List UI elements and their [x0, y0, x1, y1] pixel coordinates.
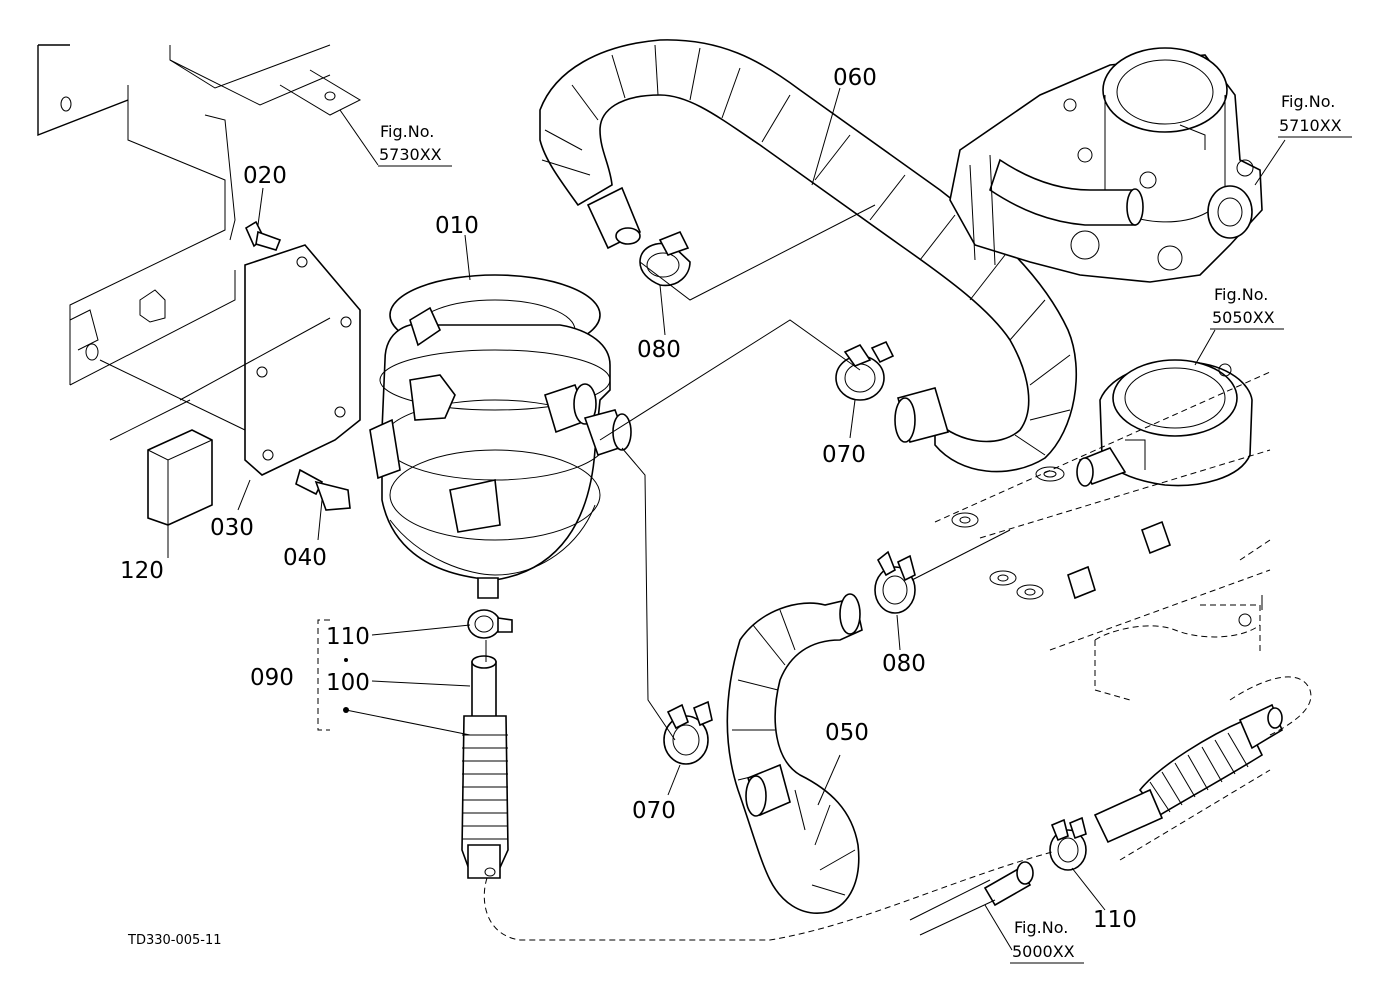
label-100: 100 — [326, 670, 370, 696]
fig-ref-5730-number: 5730XX — [379, 145, 442, 164]
rocker-cover-cap — [1076, 359, 1253, 487]
bolt-040 — [295, 468, 351, 511]
clamp-070-lower — [663, 700, 713, 765]
cushion-block-120 — [109, 399, 213, 526]
breather-hose-050 — [726, 593, 863, 914]
leader-lines — [167, 87, 1286, 951]
drain-tube-100 — [461, 655, 509, 879]
fig-ref-5050-number: 5050XX — [1212, 308, 1275, 327]
breather-separator-010 — [369, 274, 632, 599]
label-060: 060 — [833, 65, 877, 91]
label-090: 090 — [250, 665, 294, 691]
fig-ref-5000-label: Fig.No. — [1014, 918, 1068, 937]
clamp-110-left — [467, 609, 513, 639]
fig-ref-5000: Fig.No. 5000XX — [1010, 918, 1084, 964]
fig-ref-5000-number: 5000XX — [1012, 942, 1075, 961]
clamp-080-top — [639, 230, 691, 287]
label-080-top: 080 — [637, 337, 681, 363]
routing-lines — [483, 204, 1053, 941]
mounting-plate-030 — [99, 244, 361, 476]
clamp-110-right — [1049, 816, 1087, 871]
fig-ref-5730: Fig.No. 5730XX — [378, 122, 452, 167]
label-070-lower: 070 — [632, 798, 676, 824]
label-110-right: 110 — [1093, 907, 1137, 933]
bolt-020 — [244, 220, 282, 251]
label-030: 030 — [210, 515, 254, 541]
label-120: 120 — [120, 558, 164, 584]
label-010: 010 — [435, 213, 479, 239]
frame-bracket — [37, 44, 362, 386]
engine-head — [934, 371, 1271, 861]
drain-pipe-right — [909, 676, 1312, 936]
throttle-body — [949, 47, 1263, 283]
fig-ref-5730-label: Fig.No. — [380, 122, 434, 141]
label-070-upper: 070 — [822, 442, 866, 468]
fig-ref-5050-label: Fig.No. — [1214, 285, 1268, 304]
clamp-070-upper — [835, 340, 895, 401]
label-040: 040 — [283, 545, 327, 571]
group-bracket-090 — [317, 619, 349, 731]
fig-ref-5710: Fig.No. 5710XX — [1278, 92, 1352, 138]
label-050: 050 — [825, 720, 869, 746]
fig-ref-5710-label: Fig.No. — [1281, 92, 1335, 111]
drawing-code: TD330-005-11 — [127, 933, 222, 948]
clamp-080-mid — [874, 550, 916, 614]
fig-ref-5710-number: 5710XX — [1279, 116, 1342, 135]
label-080-mid: 080 — [882, 651, 926, 677]
breather-hose-060 — [539, 39, 1078, 473]
label-020: 020 — [243, 163, 287, 189]
fig-ref-5050: Fig.No. 5050XX — [1210, 285, 1284, 330]
label-110-left: 110 — [326, 624, 370, 650]
